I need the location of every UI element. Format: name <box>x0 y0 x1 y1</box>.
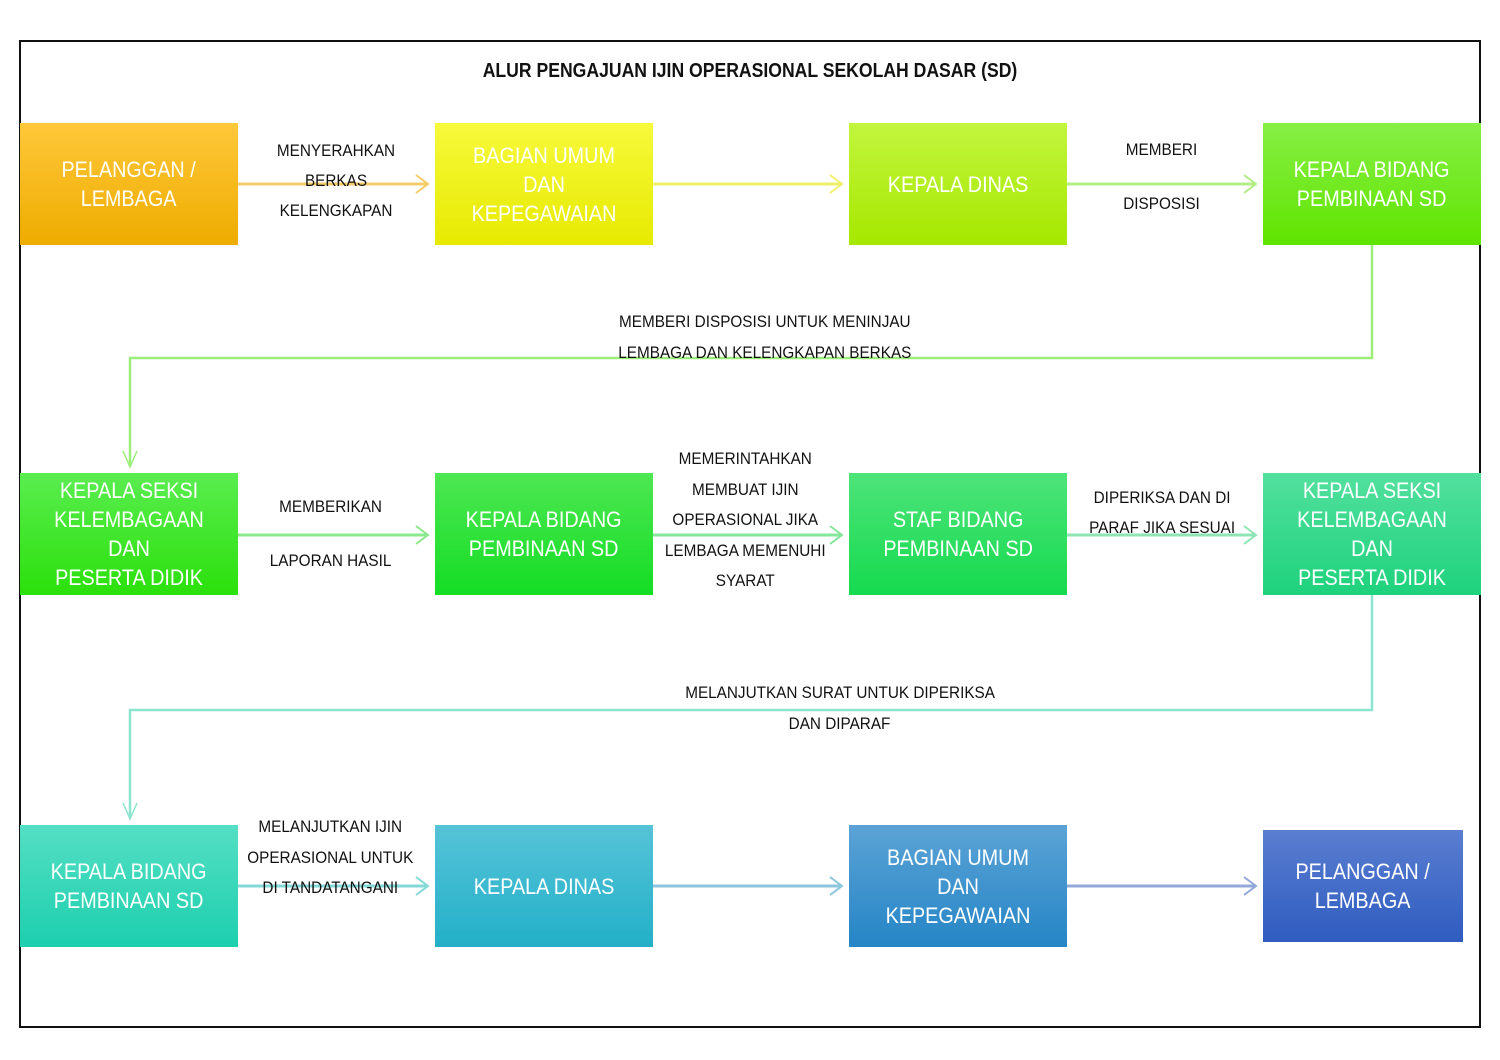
step-kepala-seksi: KEPALA SEKSI KELEMBAGAAN DAN PESERTA DID… <box>1263 473 1481 595</box>
step-pelanggan-lembaga: PELANGGAN / LEMBAGA <box>1263 830 1463 942</box>
step-bagian-umum: BAGIAN UMUM DAN KEPEGAWAIAN <box>849 825 1067 947</box>
step-kepala-bidang: KEPALA BIDANG PEMBINAAN SD <box>1263 123 1481 245</box>
connector-label: MEMERINTAHKAN MEMBUAT IJIN OPERASIONAL J… <box>664 449 826 590</box>
return-connector-label: MELANJUTKAN SURAT UNTUK DIPERIKSA <box>685 683 995 702</box>
step-label: STAF BIDANG PEMBINAAN SD <box>883 507 1033 561</box>
step-kepala-dinas: KEPALA DINAS <box>849 123 1067 245</box>
connector-label: MEMBERIKAN LAPORAN HASIL <box>270 497 392 570</box>
step-label: PELANGGAN / LEMBAGA <box>61 157 197 211</box>
step-label: PELANGGAN / LEMBAGA <box>1295 859 1431 913</box>
step-label: KEPALA BIDANG PEMBINAAN SD <box>1294 157 1450 211</box>
return-connector-label: MEMBERI DISPOSISI UNTUK MENINJAU LEMBAGA… <box>618 312 912 362</box>
step-kepala-bidang: KEPALA BIDANG PEMBINAAN SD <box>20 825 238 947</box>
step-staf-bidang: STAF BIDANG PEMBINAAN SD <box>849 473 1067 595</box>
step-label: BAGIAN UMUM DAN KEPEGAWAIAN <box>885 844 1031 928</box>
connector-label: MEMBERI DISPOSISI <box>1123 140 1201 213</box>
diagram-title: ALUR PENGAJUAN IJIN OPERASIONAL SEKOLAH … <box>482 60 1018 82</box>
step-kepala-bidang: KEPALA BIDANG PEMBINAAN SD <box>435 473 653 595</box>
connector-label: DIPERIKSA DAN DI PARAF JIKA SESUAI <box>1089 488 1235 537</box>
step-bagian-umum: BAGIAN UMUM DAN KEPEGAWAIAN <box>435 123 653 245</box>
return-connector-label: DAN DIPARAF <box>789 714 891 733</box>
step-label: BAGIAN UMUM DAN KEPEGAWAIAN <box>471 142 617 226</box>
step-kepala-seksi: KEPALA SEKSI KELEMBAGAAN DAN PESERTA DID… <box>20 473 238 595</box>
step-kepala-dinas: KEPALA DINAS <box>435 825 653 947</box>
step-label: KEPALA SEKSI KELEMBAGAAN DAN PESERTA DID… <box>54 478 204 590</box>
step-label: KEPALA SEKSI KELEMBAGAAN DAN PESERTA DID… <box>1297 478 1447 590</box>
step-label: KEPALA DINAS <box>887 171 1029 197</box>
connector-label: MELANJUTKAN IJIN OPERASIONAL UNTUK DI TA… <box>246 817 414 897</box>
connector-label: MENYERAHKAN BERKAS KELENGKAPAN <box>276 141 396 220</box>
step-label: KEPALA BIDANG PEMBINAAN SD <box>51 859 207 913</box>
step-label: KEPALA BIDANG PEMBINAAN SD <box>466 507 622 561</box>
step-label: KEPALA DINAS <box>473 873 615 899</box>
step-pelanggan-lembaga: PELANGGAN / LEMBAGA <box>20 123 238 245</box>
